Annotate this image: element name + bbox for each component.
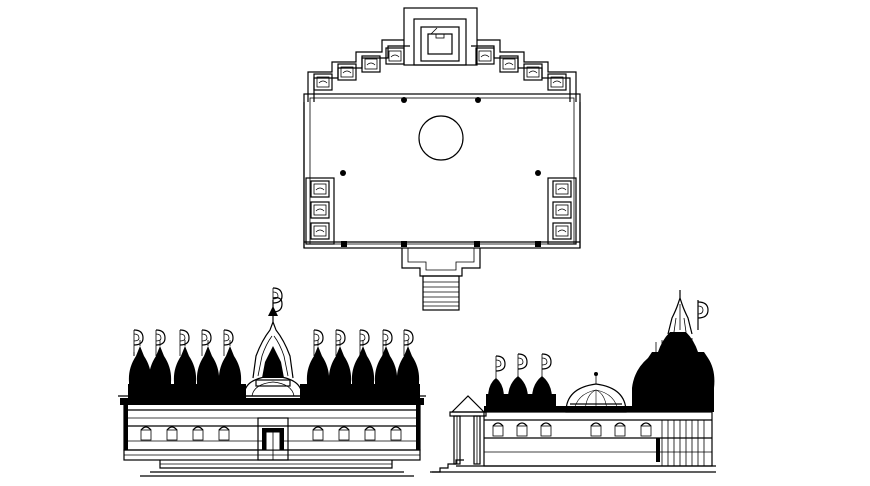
side-dome	[565, 372, 627, 413]
entrance-steps-plan	[401, 248, 481, 311]
plan-right-niches	[547, 177, 577, 245]
side-porch	[449, 395, 487, 465]
front-central-spire	[252, 287, 294, 379]
plan-left-steps	[307, 39, 410, 102]
front-right-spires	[300, 329, 420, 398]
side-small-spires	[486, 353, 556, 406]
plan-right-steps	[471, 39, 577, 102]
plan-left-niches	[305, 177, 335, 245]
side-elevation	[430, 290, 716, 473]
sanctum-plan	[403, 7, 478, 66]
front-plinth	[123, 449, 421, 477]
front-elevation	[118, 287, 426, 477]
front-left-spires	[128, 329, 246, 398]
front-central-dome	[243, 375, 303, 397]
main-hall-plan	[303, 93, 581, 249]
front-entrance	[257, 417, 289, 461]
side-wall	[483, 411, 713, 467]
side-tower	[632, 290, 715, 406]
floor-plan	[303, 7, 581, 311]
